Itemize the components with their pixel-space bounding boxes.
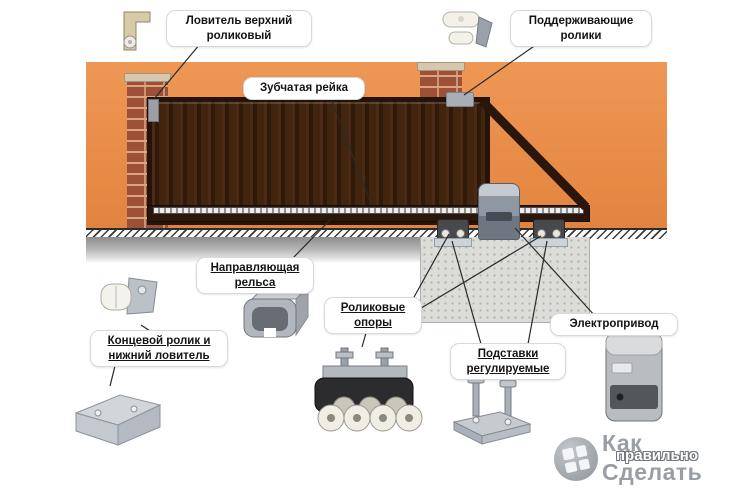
label-gear-rack: Зубчатая рейка (243, 77, 365, 100)
roller-wheel (537, 229, 546, 238)
adjustable-stand-in-scene (434, 238, 472, 247)
lower-catcher-icon (68, 383, 166, 452)
roller-carriage-in-scene (533, 219, 565, 240)
support-rollers-icon (440, 5, 498, 60)
label-end-roller: Концевой ролик и нижний ловитель (90, 330, 228, 368)
adjustable-stand-icon (448, 374, 536, 454)
electric-drive-icon (594, 323, 674, 435)
label-guide-rail: Направляющая рельса (196, 257, 314, 295)
concrete-foundation (420, 237, 590, 323)
motor-slot (486, 212, 512, 221)
label-stands: Подставки регулируемые (450, 343, 566, 381)
end-roller-icon (95, 268, 165, 329)
roller-carriage-in-scene (437, 219, 469, 240)
upper-catcher-in-scene (148, 99, 159, 122)
pillar-cap (417, 62, 465, 71)
four-pane-window-icon (561, 444, 591, 474)
roller-wheel (441, 229, 450, 238)
label-upper-catcher: Ловитель верхний роликовый (166, 10, 312, 48)
watermark-word-1: Как (602, 430, 643, 456)
gear-rack-strip (153, 207, 584, 214)
ground-line (86, 228, 667, 239)
support-rollers-in-scene (446, 92, 474, 107)
roller-wheel (456, 229, 465, 238)
watermark-word-2: Сделать (602, 459, 703, 485)
label-roller-supports: Роликовые опоры (324, 297, 422, 335)
roller-carriage-icon (303, 346, 425, 449)
electric-drive-in-scene (478, 183, 520, 240)
adjustable-stand-in-scene (530, 238, 568, 247)
upper-catcher-icon (110, 6, 164, 63)
watermark-logo-icon (554, 437, 598, 481)
watermark-word-3: правильно (616, 447, 698, 464)
label-drive: Электропривод (550, 313, 678, 336)
label-support-rollers: Поддерживающие ролики (510, 10, 652, 48)
roller-wheel (552, 229, 561, 238)
pillar-cap (124, 73, 171, 82)
